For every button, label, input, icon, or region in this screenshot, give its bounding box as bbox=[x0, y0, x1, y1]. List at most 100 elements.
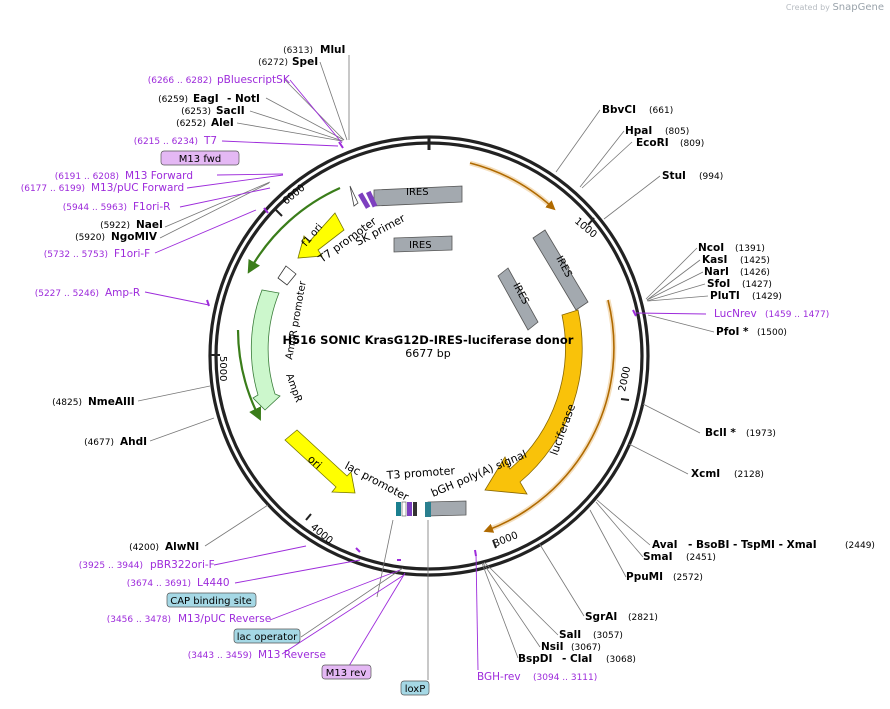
site-label-stui[interactable]: StuI(994) bbox=[662, 170, 723, 182]
primer-label-l4440[interactable]: (3674 .. 3691)L4440 bbox=[127, 577, 230, 589]
svg-text:(1429): (1429) bbox=[752, 292, 782, 302]
site-label-bcli[interactable]: BclI *(1973) bbox=[705, 427, 776, 439]
primer-label-m13-puc-forward[interactable]: (6177 .. 6199)M13/pUC Forward bbox=[21, 182, 184, 194]
site-label-nari[interactable]: NarI(1426) bbox=[704, 266, 770, 278]
site-label-ahdi[interactable]: (4677)AhdI bbox=[84, 436, 147, 448]
site-label-bbvci[interactable]: BbvCI(661) bbox=[602, 104, 673, 116]
primer-label-pbr322ori-f[interactable]: (3925 .. 3944)pBR322ori-F bbox=[79, 559, 215, 571]
primer-marks bbox=[206, 141, 637, 561]
site-label-ppumi[interactable]: PpuMI (2572) bbox=[626, 571, 703, 583]
primer-label-m13-forward[interactable]: (6191 .. 6208)M13 Forward bbox=[55, 170, 193, 182]
svg-text:EcoRI: EcoRI bbox=[636, 137, 669, 149]
ires-top-label: IRES bbox=[406, 187, 429, 198]
svg-text:(6313): (6313) bbox=[283, 46, 313, 56]
svg-text:(661): (661) bbox=[649, 106, 673, 116]
site-label-kasi[interactable]: KasI (1425) bbox=[702, 254, 770, 266]
primer-label-m13-reverse[interactable]: (3443 .. 3459)M13 Reverse bbox=[188, 649, 326, 661]
svg-text:BGH-rev: BGH-rev bbox=[477, 671, 521, 683]
cap-binding-site-box[interactable]: CAP binding site bbox=[166, 592, 257, 608]
primer-label-pbluescriptsk[interactable]: (6266 .. 6282)pBluescriptSK bbox=[148, 74, 291, 86]
bgh-feature bbox=[427, 500, 467, 517]
snapgene-attribution: Created by SnapGene bbox=[786, 2, 884, 13]
site-label-alei[interactable]: (6252)AleI bbox=[176, 117, 234, 129]
svg-text:(3094 .. 3111): (3094 .. 3111) bbox=[533, 673, 597, 683]
site-label-sgrai[interactable]: SgrAI(2821) bbox=[585, 611, 658, 623]
svg-text:(1973): (1973) bbox=[746, 429, 776, 439]
svg-text:2000: 2000 bbox=[617, 365, 633, 392]
primer-label-m13-puc-reverse[interactable]: (3456 .. 3478)M13/pUC Reverse bbox=[107, 613, 271, 625]
m13-rev-box[interactable]: M13 rev bbox=[321, 664, 372, 680]
ires-feature-right2 bbox=[497, 267, 539, 331]
svg-text:pBR322ori-F: pBR322ori-F bbox=[150, 559, 215, 571]
svg-text:PpuMI: PpuMI bbox=[626, 571, 663, 583]
m13rev-small-feature bbox=[407, 502, 412, 516]
site-label-bspdi[interactable]: BspDI- ClaI(3068) bbox=[518, 653, 636, 665]
map-title: H516 SONIC KrasG12D-IRES-luciferase dono… bbox=[283, 333, 574, 347]
primer-label-lucnrev[interactable]: LucNrev(1459 .. 1477) bbox=[714, 308, 829, 320]
loxp-box[interactable]: loxP bbox=[400, 680, 430, 696]
site-label-sali[interactable]: SalI(3057) bbox=[559, 629, 623, 641]
m13-fwd-box[interactable]: M13 fwd bbox=[160, 150, 240, 166]
attribution-brand: SnapGene bbox=[832, 2, 884, 13]
svg-text:StuI: StuI bbox=[662, 170, 686, 182]
svg-text:(6272): (6272) bbox=[258, 58, 288, 68]
svg-text:(3456 .. 3478): (3456 .. 3478) bbox=[107, 615, 171, 625]
svg-text:(5732 .. 5753): (5732 .. 5753) bbox=[44, 250, 108, 260]
primer-label-amp-r[interactable]: (5227 .. 5246)Amp-R bbox=[35, 287, 140, 299]
svg-text:(4677): (4677) bbox=[84, 438, 114, 448]
primer-label-t7[interactable]: (6215 .. 6234)T7 bbox=[134, 135, 217, 147]
map-length: 6677 bp bbox=[405, 347, 450, 360]
svg-text:PluTI: PluTI bbox=[710, 290, 740, 302]
primer-label-bgh-rev[interactable]: BGH-rev (3094 .. 3111) bbox=[477, 671, 597, 683]
svg-text:NsiI: NsiI bbox=[541, 641, 564, 653]
primer-label-f1ori-r[interactable]: (5944 .. 5963)F1ori-R bbox=[63, 201, 171, 213]
t7-small-feature bbox=[358, 192, 371, 209]
luciferase-strand-arrow-line bbox=[483, 299, 615, 533]
svg-text:(1425): (1425) bbox=[740, 256, 770, 266]
svg-text:(3674 .. 3691): (3674 .. 3691) bbox=[127, 579, 191, 589]
svg-text:(5944 .. 5963): (5944 .. 5963) bbox=[63, 203, 127, 213]
site-label-sacii[interactable]: (6253)SacII bbox=[181, 105, 245, 117]
site-label-ecori[interactable]: EcoRI (809) bbox=[636, 137, 704, 149]
site-label-pluti[interactable]: PluTI (1429) bbox=[710, 290, 782, 302]
site-label-naei[interactable]: (5922)NaeI bbox=[100, 219, 163, 231]
svg-text:(1459 .. 1477): (1459 .. 1477) bbox=[765, 310, 829, 320]
svg-text:(4825): (4825) bbox=[52, 398, 82, 408]
svg-text:HpaI: HpaI bbox=[625, 125, 652, 137]
site-label-smai[interactable]: SmaI(2451) bbox=[643, 551, 716, 563]
svg-text:SpeI: SpeI bbox=[292, 56, 318, 68]
site-label-nmeaiii[interactable]: (4825)NmeAIII bbox=[52, 396, 135, 408]
lacz-small-arrow bbox=[349, 185, 359, 207]
site-label-alwni[interactable]: (4200)AlwNI bbox=[129, 541, 199, 553]
site-label-avai[interactable]: AvaI- BsoBI - TspMI - XmaI(2449) bbox=[652, 539, 875, 551]
ampr-promoter-label: AmpR promoter bbox=[284, 279, 309, 360]
svg-text:Amp-R: Amp-R bbox=[105, 287, 140, 299]
svg-text:(2572): (2572) bbox=[673, 573, 703, 583]
site-label-hpai[interactable]: HpaI(805) bbox=[625, 125, 689, 137]
site-label-xcmi[interactable]: XcmI(2128) bbox=[691, 468, 764, 480]
svg-text:(809): (809) bbox=[680, 139, 704, 149]
svg-text:(6259): (6259) bbox=[158, 95, 188, 105]
site-label-mlui[interactable]: (6313)MluI bbox=[283, 44, 345, 56]
svg-text:NarI: NarI bbox=[704, 266, 729, 278]
site-label-ncoi[interactable]: NcoI(1391) bbox=[698, 242, 765, 254]
ires-middle-label: IRES bbox=[409, 240, 432, 251]
luciferase-feature bbox=[484, 309, 583, 495]
svg-text:(2449): (2449) bbox=[845, 541, 875, 551]
site-label-spei[interactable]: (6272) SpeI bbox=[258, 56, 318, 68]
svg-text:KasI: KasI bbox=[702, 254, 727, 266]
site-label-sfoi[interactable]: SfoI(1427) bbox=[707, 278, 772, 290]
site-label-pfoi[interactable]: PfoI *(1500) bbox=[716, 326, 787, 338]
svg-text:(3068): (3068) bbox=[606, 655, 636, 665]
svg-text:M13/pUC Forward: M13/pUC Forward bbox=[91, 182, 184, 194]
svg-text:BspDI: BspDI bbox=[518, 653, 552, 665]
svg-text:(5920): (5920) bbox=[75, 233, 105, 243]
site-label-nsii[interactable]: NsiI(3067) bbox=[541, 641, 601, 653]
site-label-eagi[interactable]: (6259)EagI- NotI bbox=[158, 93, 260, 105]
svg-text:(2821): (2821) bbox=[628, 613, 658, 623]
lac-operator-box[interactable]: lac operator bbox=[233, 628, 301, 644]
svg-text:6000: 6000 bbox=[281, 183, 308, 208]
primer-label-f1ori-f[interactable]: (5732 .. 5753)F1ori-F bbox=[44, 248, 151, 260]
site-label-ngomiv[interactable]: (5920)NgoMIV bbox=[75, 231, 158, 243]
